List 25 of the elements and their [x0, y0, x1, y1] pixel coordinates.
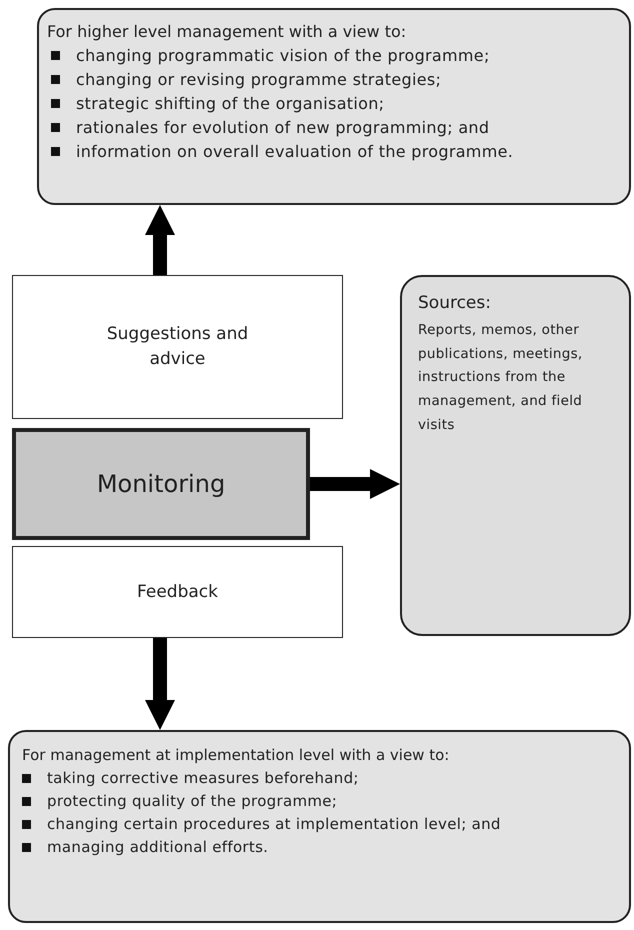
heading: Sources: — [418, 293, 492, 313]
list-item: rationales for evolution of new programming; and — [76, 118, 490, 137]
box-label: Feedback — [137, 580, 218, 604]
list-item: changing certain procedures at implementation level; and — [47, 815, 501, 833]
box-label: Suggestions and advice — [106, 323, 250, 371]
body-text: Reports, memos, other publications, meetings, instructions from the management, and field visits — [418, 321, 584, 434]
list-item: strategic shifting of the organisation; — [76, 94, 384, 113]
arrow — [145, 638, 175, 730]
heading: For management at implementation level with a view to: — [22, 746, 450, 764]
list-item: protecting quality of the programme; — [47, 792, 338, 810]
process-box — [12, 546, 343, 638]
list-item: changing programmatic vision of the programme; — [76, 46, 490, 65]
process-box — [12, 275, 343, 419]
info-panel — [400, 275, 631, 636]
process-box — [12, 428, 310, 540]
info-panel — [8, 730, 631, 923]
list-item: managing additional efforts. — [47, 838, 268, 856]
list-item: taking corrective measures beforehand; — [47, 769, 359, 787]
box-label: Monitoring — [96, 468, 226, 500]
arrow — [310, 469, 400, 499]
arrow — [145, 205, 175, 275]
list-item: changing or revising programme strategies; — [76, 70, 442, 89]
list-item: information on overall evaluation of the programme. — [76, 142, 514, 161]
heading: For higher level management with a view to: — [47, 22, 408, 41]
info-panel — [37, 8, 631, 205]
